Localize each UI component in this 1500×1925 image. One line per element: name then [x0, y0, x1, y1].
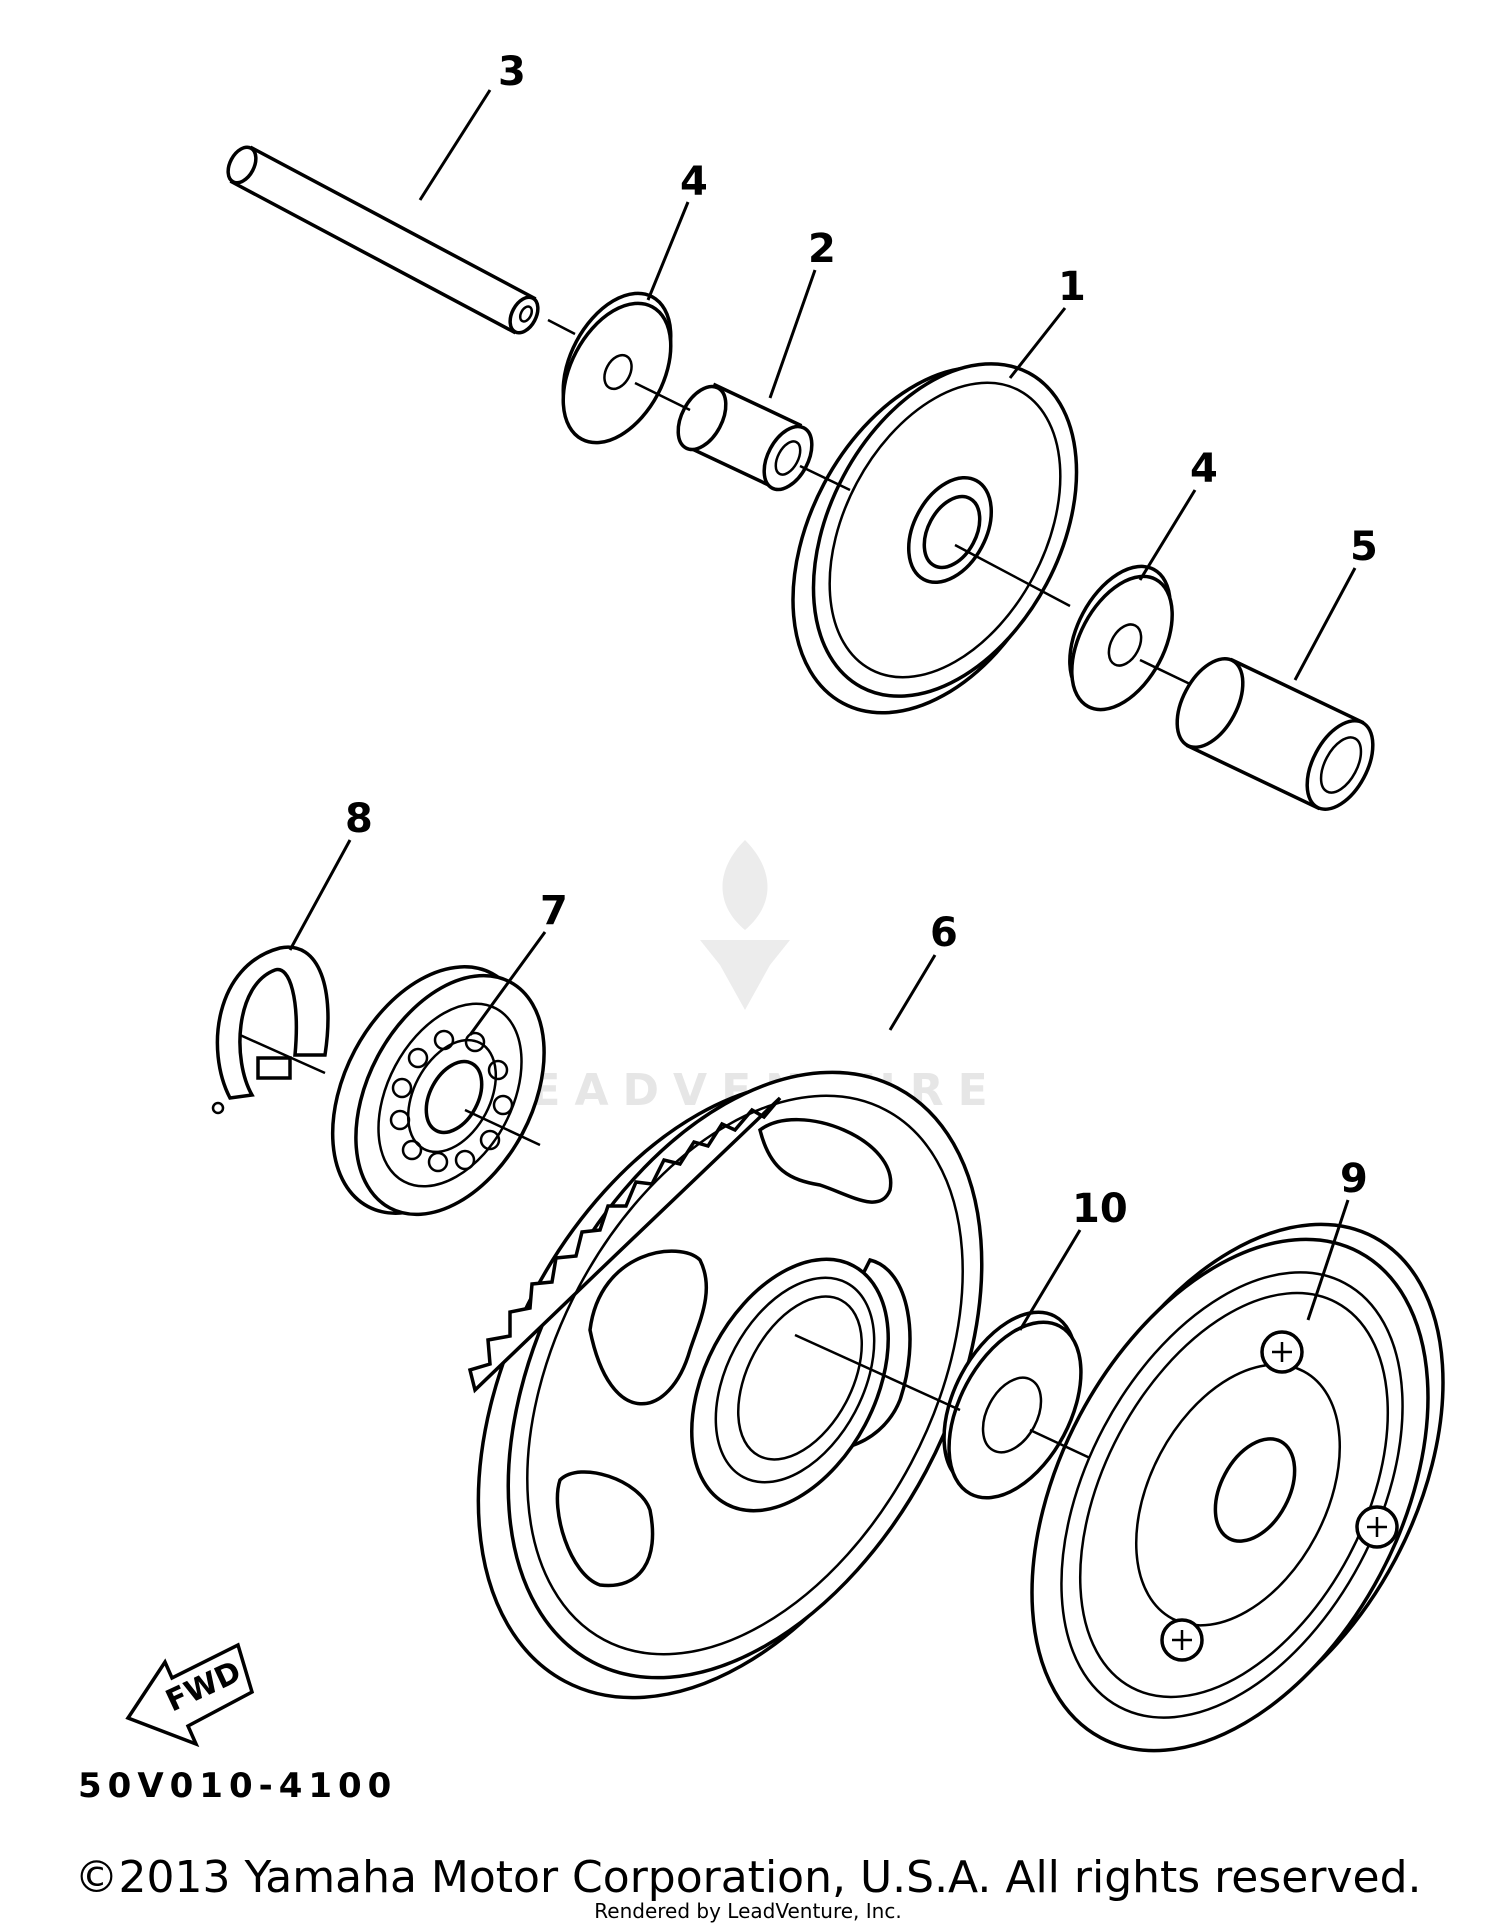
callout-part-4-lower: 4	[1190, 446, 1218, 492]
spacer-part-5	[1175, 657, 1375, 811]
callout-part-6: 6	[930, 910, 958, 956]
callout-part-3: 3	[498, 49, 526, 95]
copyright-notice: ©2013 Yamaha Motor Corporation, U.S.A. A…	[75, 1852, 1422, 1903]
callout-part-1: 1	[1058, 264, 1086, 310]
washer-part-4-lower	[1068, 564, 1174, 712]
rendered-by-notice: Rendered by LeadVenture, Inc.	[594, 1899, 901, 1923]
circlip-part-8	[211, 945, 330, 1115]
gear-part-1	[791, 362, 1079, 715]
shaft-part-3	[226, 145, 540, 335]
washer-part-4-upper	[561, 291, 673, 445]
callout-part-4-upper: 4	[680, 159, 708, 205]
lower-axis-line	[239, 1033, 1091, 1460]
diagram-code: 50V010-4100	[78, 1766, 397, 1806]
callout-part-10: 10	[1072, 1186, 1128, 1232]
watermark-logo: LEADVENTURE	[488, 840, 988, 1116]
callout-part-7: 7	[540, 888, 568, 934]
collar-part-2	[676, 382, 814, 492]
callout-part-9: 9	[1340, 1156, 1368, 1202]
gear-part-6	[467, 1070, 984, 1700]
callout-part-2: 2	[808, 226, 836, 272]
clutch-part-9	[1030, 1222, 1445, 1753]
washer-part-10	[942, 1310, 1083, 1500]
callout-part-8: 8	[345, 796, 373, 842]
fwd-arrow-icon: FWD	[125, 1642, 255, 1748]
bearing-part-7	[330, 965, 546, 1217]
leader-lines	[288, 89, 1357, 1331]
upper-axis-line	[547, 318, 1191, 686]
callout-part-5: 5	[1350, 524, 1378, 570]
